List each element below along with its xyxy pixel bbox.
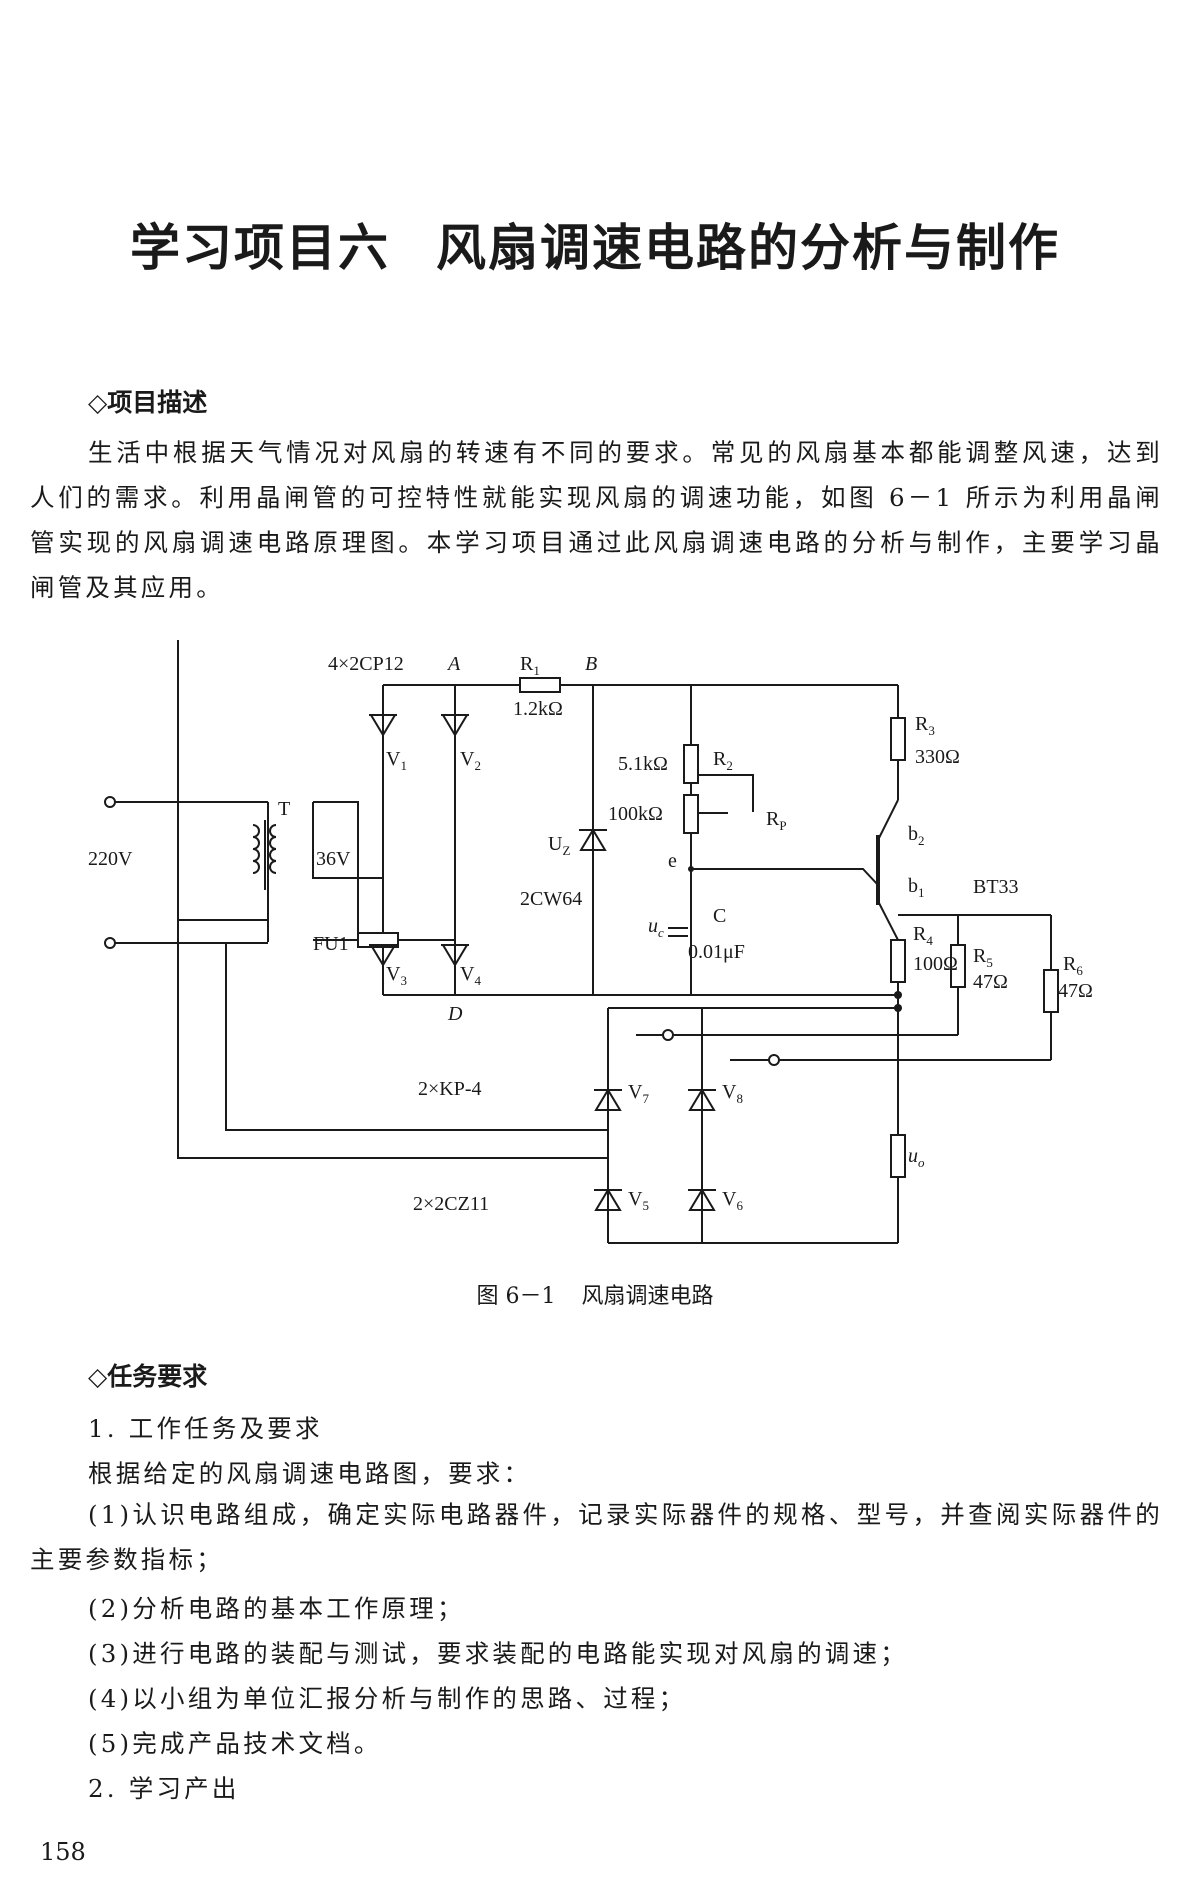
section-heading-requirements: ◇任务要求	[88, 1362, 208, 1391]
v5-label: V5	[628, 1188, 649, 1213]
title-project-name: 风扇调速电路的分析与制作	[436, 219, 1060, 277]
rp-label: RP	[766, 808, 787, 833]
r2-value: 5.1kΩ	[618, 753, 668, 775]
node-b-label: B	[585, 653, 597, 675]
capacitor-voltage-label: uc	[648, 915, 664, 940]
task-item-2: 2. 学习产出	[88, 1774, 240, 1803]
figure-number: 图 6－1	[476, 1284, 556, 1309]
r3-label: R3	[915, 713, 935, 738]
ujt-label: BT33	[973, 876, 1019, 898]
node-d-label: D	[447, 1003, 463, 1025]
r4-value: 100Ω	[913, 953, 958, 975]
figure-caption: 图 6－1 风扇调速电路	[0, 1278, 1190, 1310]
fuse-label: FU1	[313, 933, 349, 955]
r5-value: 47Ω	[973, 971, 1008, 993]
r1-label: R1	[520, 653, 540, 678]
secondary-voltage-label: 36V	[316, 848, 351, 870]
v3-label: V3	[386, 963, 407, 988]
circuit-diagram: 4×2CP12 A B D R1 1.2kΩ 5.1kΩ R2 100kΩ RP…	[88, 640, 1093, 1244]
requirement-2: (2)分析电路的基本工作原理；	[88, 1594, 465, 1623]
v2-label: V2	[460, 748, 481, 773]
v7-label: V7	[628, 1081, 649, 1106]
r6-label: R6	[1063, 953, 1083, 978]
node-a-label: A	[446, 653, 461, 675]
r2-label: R2	[713, 748, 733, 773]
requirements-intro: 根据给定的风扇调速电路图，要求：	[88, 1459, 532, 1488]
r1-value: 1.2kΩ	[513, 698, 563, 720]
v6-label: V6	[722, 1188, 743, 1213]
title-project-number: 学习项目六	[130, 219, 390, 277]
r3-value: 330Ω	[915, 746, 960, 768]
page-title: 学习项目六风扇调速电路的分析与制作	[0, 208, 1190, 280]
capacitor-value: 0.01μF	[688, 941, 745, 963]
requirement-5: (5)完成产品技术文档。	[88, 1729, 382, 1758]
output-voltage-label: uo	[908, 1145, 925, 1170]
b1-label: b1	[908, 875, 925, 900]
description-paragraph: 生活中根据天气情况对风扇的转速有不同的要求。常见的风扇基本都能调整风速，达到人们…	[30, 438, 1163, 602]
rp-value: 100kΩ	[608, 803, 663, 825]
requirement-1: (1)认识电路组成，确定实际电路器件，记录实际器件的规格、型号，并查阅实际器件的…	[30, 1500, 1163, 1574]
section-heading-description: ◇项目描述	[88, 388, 208, 417]
capacitor-label: C	[713, 905, 726, 927]
b2-label: b2	[908, 823, 925, 848]
r5-label: R5	[973, 945, 993, 970]
transformer-label: T	[278, 798, 290, 820]
v4-label: V4	[460, 963, 481, 988]
bridge-label: 4×2CP12	[328, 653, 404, 675]
scr-label: 2×KP-4	[418, 1078, 482, 1100]
task-item-1: 1. 工作任务及要求	[88, 1414, 323, 1443]
r4-label: R4	[913, 923, 933, 948]
r6-value: 47Ω	[1058, 980, 1093, 1002]
requirement-3: (3)进行电路的装配与测试，要求装配的电路能实现对风扇的调速；	[88, 1639, 908, 1668]
emitter-label: e	[668, 850, 677, 872]
v1-label: V1	[386, 748, 407, 773]
requirement-4: (4)以小组为单位汇报分析与制作的思路、过程；	[88, 1684, 687, 1713]
v8-label: V8	[722, 1081, 743, 1106]
mains-voltage-label: 220V	[88, 848, 133, 870]
rectifier-label: 2×2CZ11	[413, 1193, 489, 1215]
figure-title: 风扇调速电路	[581, 1284, 714, 1309]
zener-label: 2CW64	[520, 888, 582, 910]
zener-voltage-label: UZ	[548, 833, 570, 858]
page-number: 158	[40, 1838, 86, 1866]
